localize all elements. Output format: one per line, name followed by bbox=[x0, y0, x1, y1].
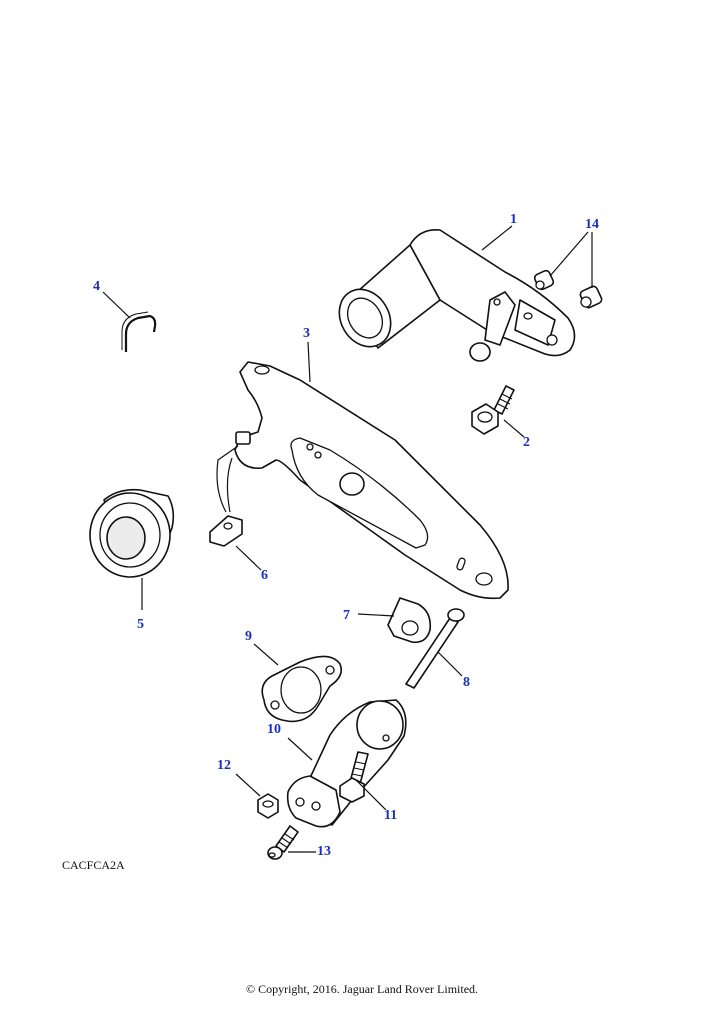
callout-4[interactable]: 4 bbox=[93, 279, 100, 294]
leader-3 bbox=[307, 341, 311, 383]
callout-8[interactable]: 8 bbox=[463, 675, 470, 690]
leader-9 bbox=[253, 643, 279, 666]
part-8-pin[interactable] bbox=[405, 608, 465, 689]
callout-9[interactable]: 9 bbox=[245, 629, 252, 644]
leader-7 bbox=[357, 613, 395, 617]
part-11-bolt[interactable] bbox=[339, 751, 369, 803]
leader-6-line bbox=[235, 545, 262, 571]
leader-lines bbox=[102, 225, 593, 853]
callout-11[interactable]: 11 bbox=[384, 808, 398, 823]
leader-6-wire bbox=[216, 445, 239, 513]
part-9-gasket[interactable] bbox=[261, 655, 343, 723]
leader-8 bbox=[437, 651, 463, 677]
callout-10[interactable]: 10 bbox=[267, 722, 281, 737]
leader-11 bbox=[355, 779, 387, 811]
callout-14[interactable]: 14 bbox=[585, 217, 599, 232]
part-10-slave-cylinder[interactable] bbox=[286, 699, 407, 828]
callout-1[interactable]: 1 bbox=[510, 212, 517, 227]
callout-7[interactable]: 7 bbox=[343, 608, 350, 623]
callout-12[interactable]: 12 bbox=[217, 758, 231, 773]
leader-14a bbox=[549, 231, 589, 277]
part-2-bolt[interactable] bbox=[471, 385, 515, 435]
part-3-release-fork[interactable] bbox=[234, 361, 509, 600]
part-13-bleed-nipple[interactable] bbox=[267, 825, 299, 860]
part-5-release-bearing[interactable] bbox=[89, 488, 175, 578]
part-6-pad[interactable] bbox=[209, 515, 243, 547]
part-4-clip[interactable] bbox=[121, 311, 157, 352]
part-1-cross-shaft-lever[interactable] bbox=[329, 228, 576, 362]
leader-4 bbox=[102, 291, 131, 319]
copyright-notice: © Copyright, 2016. Jaguar Land Rover Lim… bbox=[245, 982, 479, 996]
callout-13[interactable]: 13 bbox=[317, 844, 331, 859]
callout-3[interactable]: 3 bbox=[303, 326, 310, 341]
callout-2[interactable]: 2 bbox=[523, 435, 530, 450]
leader-12 bbox=[235, 773, 261, 797]
callout-6[interactable]: 6 bbox=[261, 568, 268, 583]
leader-2 bbox=[503, 419, 525, 438]
leader-10 bbox=[287, 737, 313, 761]
part-14-bushes[interactable] bbox=[533, 269, 603, 309]
part-12-nut[interactable] bbox=[257, 793, 279, 819]
leader-6-wire2 bbox=[226, 457, 233, 513]
part-7-retaining-clip[interactable] bbox=[387, 597, 432, 644]
callout-5[interactable]: 5 bbox=[137, 617, 144, 632]
diagram-code: CACFCA2A bbox=[62, 858, 125, 872]
leader-1 bbox=[481, 225, 513, 251]
